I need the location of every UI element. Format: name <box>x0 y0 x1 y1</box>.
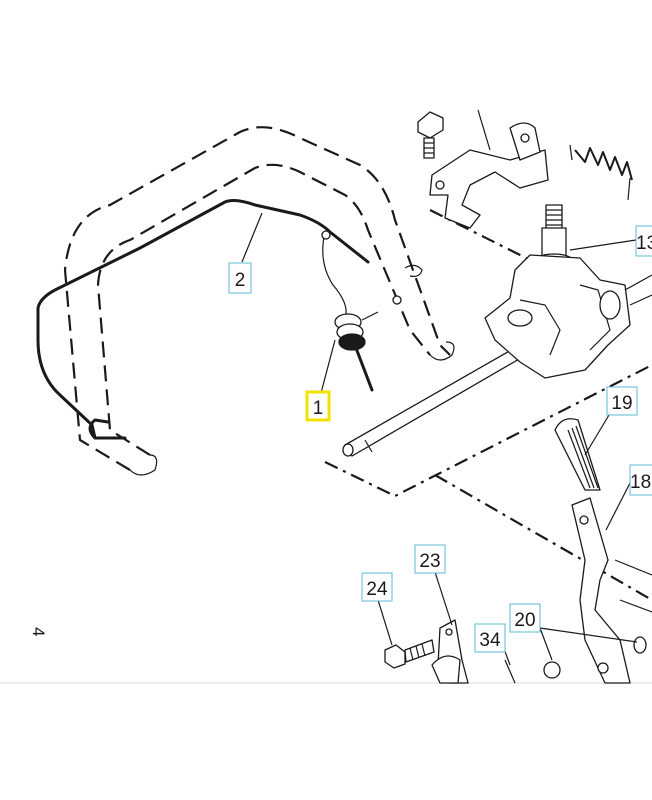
hex-bolt-top <box>417 111 444 159</box>
handle-end-hook-right <box>429 341 455 361</box>
leader-23 <box>434 571 453 626</box>
bail-rod <box>36 199 370 440</box>
leader-20 <box>539 627 553 661</box>
leader-19 <box>584 409 613 456</box>
leader-20b <box>539 627 638 643</box>
gearbox <box>484 204 652 379</box>
svg-text:18: 18 <box>630 472 651 493</box>
svg-text:2: 2 <box>235 270 246 291</box>
drive-shaft <box>342 344 527 457</box>
callout-18[interactable]: 18 <box>629 464 652 496</box>
callout-20[interactable]: 20 <box>509 603 541 633</box>
torsion-spring <box>334 311 379 392</box>
pedal-grip <box>554 418 601 491</box>
margin-mark: 4 <box>29 627 48 636</box>
cable-eyelet <box>321 230 331 240</box>
nut-20 <box>543 661 561 679</box>
leader-18 <box>605 482 631 531</box>
callout-1[interactable]: 1 <box>305 390 331 422</box>
control-lever <box>571 497 652 684</box>
hex-bolt-bottom <box>384 639 435 669</box>
link-arm <box>431 619 469 684</box>
compression-spring <box>569 144 633 201</box>
control-cable <box>322 231 347 319</box>
svg-text:13: 13 <box>636 233 652 254</box>
assembly-boundary-lower <box>434 474 652 601</box>
callout-23[interactable]: 23 <box>414 544 446 574</box>
handle-outline-inner <box>96 163 431 456</box>
svg-text:24: 24 <box>366 579 388 600</box>
washer-34 <box>504 659 516 684</box>
leader-13 <box>569 239 637 251</box>
callout-24[interactable]: 24 <box>361 572 393 602</box>
handle-end-hook-left <box>129 454 158 476</box>
svg-text:20: 20 <box>514 610 535 631</box>
callout-2[interactable]: 2 <box>228 262 252 294</box>
svg-text:1: 1 <box>313 398 324 419</box>
bail-rod-hook <box>88 418 110 440</box>
svg-text:23: 23 <box>419 551 440 572</box>
leader-1 <box>320 339 336 394</box>
handle-outline-outer <box>63 126 451 471</box>
callout-34[interactable]: 34 <box>474 623 506 653</box>
assembly-boundary-upper <box>324 364 652 498</box>
svg-text:34: 34 <box>479 630 501 651</box>
rod-bend-top <box>404 264 423 277</box>
callout-13[interactable]: 13 <box>635 225 652 257</box>
callout-19[interactable]: 19 <box>606 386 638 416</box>
svg-text:19: 19 <box>611 393 632 414</box>
leader-24 <box>377 599 393 646</box>
mounting-bracket <box>429 109 549 229</box>
pivot-washer <box>392 295 402 305</box>
leader-2 <box>241 212 263 263</box>
